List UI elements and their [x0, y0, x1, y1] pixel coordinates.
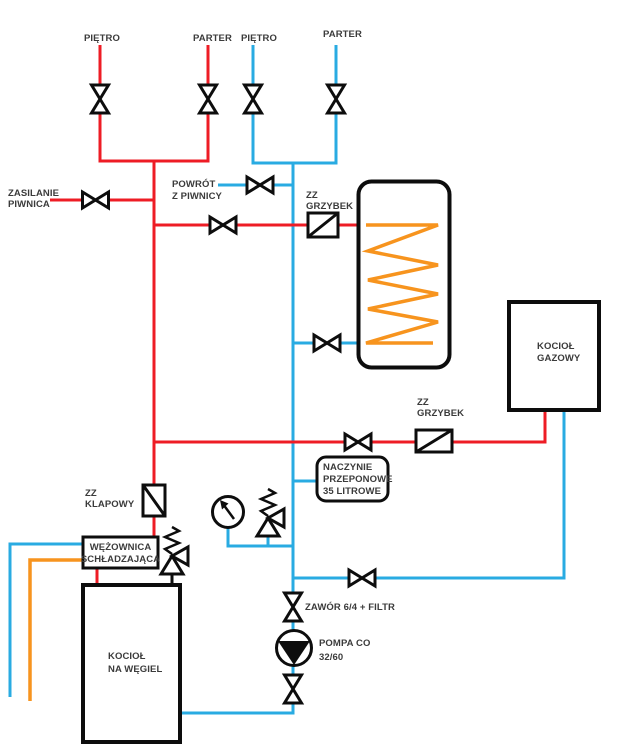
return-main-vertical — [180, 163, 295, 715]
check-valve-mushroom-1 — [306, 211, 340, 239]
valve-return-ground — [326, 83, 346, 115]
label-zz-klapowy-1: ZZ — [85, 488, 97, 499]
gas-boiler-label-2: GAZOWY — [537, 353, 581, 364]
valve-supply-basement — [81, 190, 110, 210]
cooling-coil-water-inlet — [8, 542, 83, 697]
label-valve-filter: ZAWÓR 6/4 + FILTR — [305, 601, 395, 613]
pump-direction-triangle — [278, 641, 310, 665]
pressure-gauge — [211, 495, 245, 529]
valve-below-pump — [283, 673, 303, 705]
valve-filter-6-4 — [283, 591, 303, 623]
expansion-vessel-box — [315, 455, 390, 503]
valve-supply-ground — [198, 83, 218, 115]
label-return-basement-1: POWRÓT — [172, 178, 215, 190]
expansion-vessel-label-2: PRZEPONOWE — [323, 474, 393, 485]
label-supply-ground: PARTER — [193, 33, 232, 44]
cooling-coil-label-1: WĘŻOWNICA — [90, 542, 152, 553]
coal-boiler-label-2: NA WĘGIEL — [108, 664, 162, 675]
cooling-coil-water-outlet — [28, 558, 83, 701]
label-zz-grzybek2-2: GRZYBEK — [417, 408, 464, 419]
coal-boiler-box — [81, 583, 182, 744]
gas-boiler-supply-branch — [154, 410, 547, 444]
cooling-coil-box — [81, 535, 160, 570]
valve-gas-boiler-return — [347, 568, 377, 588]
gas-boiler-return-branch — [293, 410, 566, 580]
label-zz-grzybek2-1: ZZ — [417, 397, 429, 408]
safety-valve-coal-boiler — [159, 525, 190, 576]
label-return-basement-2: Z PIWNICY — [172, 191, 223, 202]
label-zz-klapowy-2: KLAPOWY — [85, 499, 135, 510]
gas-boiler-box — [507, 300, 601, 412]
gauge-assembly-branch — [226, 528, 293, 548]
label-supply-basement-2: PIWNICA — [8, 199, 50, 210]
label-return-ground: PARTER — [323, 29, 362, 40]
circulation-pump — [275, 629, 313, 667]
label-supply-floor: PIĘTRO — [84, 33, 120, 44]
valve-gas-boiler-supply — [343, 432, 373, 452]
valve-supply-floor — [90, 83, 110, 115]
expansion-vessel-label-3: 35 LITROWE — [323, 486, 381, 497]
supply-risers-manifold — [98, 45, 210, 163]
expansion-vessel-label-1: NACZYNIE — [323, 462, 372, 473]
valve-return-basement — [245, 175, 275, 195]
valve-tank-supply — [208, 215, 238, 235]
tank-heating-coil — [361, 223, 439, 345]
valve-return-floor — [243, 83, 263, 115]
label-supply-basement-1: ZASILANIE — [8, 188, 59, 199]
gas-boiler-label-1: KOCIOŁ — [537, 341, 575, 352]
safety-valve-system — [255, 487, 286, 538]
gauge-needle-arrow — [220, 500, 229, 510]
check-valve-flap — [141, 483, 167, 518]
valve-tank-return — [312, 333, 342, 353]
return-risers-manifold — [251, 45, 338, 165]
coal-boiler-label-1: KOCIOŁ — [108, 651, 146, 662]
check-valve-mushroom-2 — [414, 428, 454, 454]
label-pump-2: 32/60 — [319, 652, 343, 663]
label-zz-grzybek1-1: ZZ — [306, 190, 318, 201]
label-return-floor: PIĘTRO — [241, 33, 277, 44]
label-zz-grzybek1-2: GRZYBEK — [306, 201, 353, 212]
label-pump-1: POMPA CO — [319, 638, 370, 649]
cooling-coil-label-2: SCHŁADZAJĄCA — [81, 554, 160, 565]
